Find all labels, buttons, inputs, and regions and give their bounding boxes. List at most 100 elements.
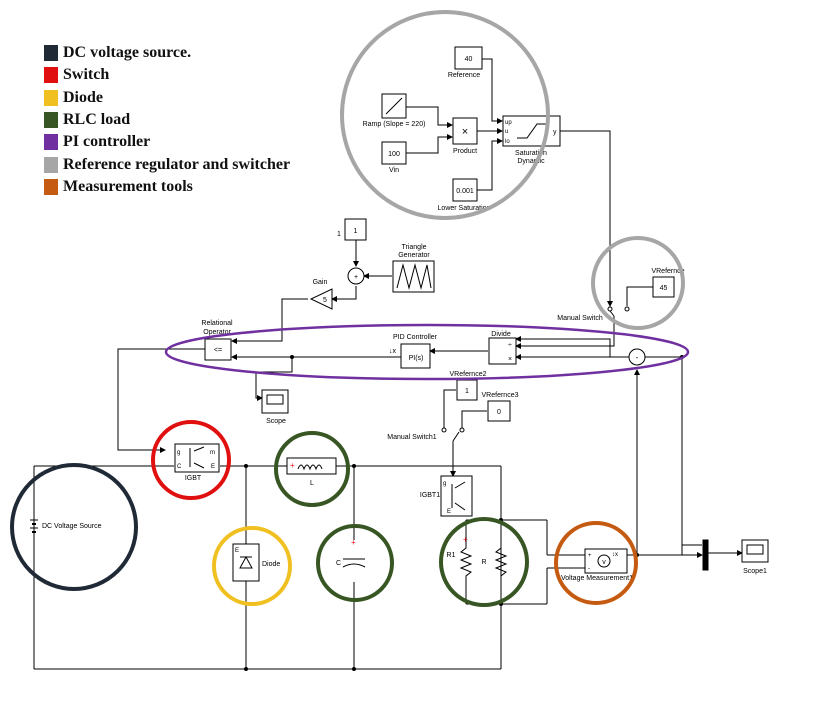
block-igbt[interactable]: g m C E IGBT — [174, 443, 220, 482]
igbt1-port-e: E — [447, 509, 451, 515]
gain-value: 5 — [323, 297, 327, 304]
wire-ramp — [406, 106, 453, 128]
block-const-1[interactable]: 1 1 — [337, 218, 367, 241]
block-saturation-dynamic[interactable]: up u lo y Saturation Dynamic — [502, 115, 561, 165]
block-vrefernce3[interactable]: 0 VRefernce3 — [482, 392, 519, 422]
inductor-coil-icon — [297, 464, 323, 471]
inductor-plus-icon: + — [290, 461, 295, 470]
gain-label: Gain — [313, 279, 328, 286]
legend-swatch — [44, 45, 58, 62]
saturation-port-lo: lo — [505, 139, 510, 145]
junction — [290, 355, 294, 359]
ramp-icon — [385, 97, 403, 115]
block-capacitor[interactable]: + C — [336, 538, 366, 568]
wire-vref3 — [461, 410, 487, 428]
saturation-port-y: y — [553, 129, 557, 136]
block-manual-switch[interactable]: Manual Switch — [557, 306, 630, 322]
vrefernce3-value: 0 — [497, 409, 501, 416]
highlight-pi-controller — [164, 323, 690, 381]
igbt1-port-g: g — [443, 481, 446, 487]
divide-label: Divide — [491, 331, 511, 338]
block-manual-switch1[interactable]: Manual Switch1 — [387, 427, 465, 442]
capacitor-label: C — [336, 560, 341, 567]
junction-dots — [244, 355, 684, 671]
inductor-label: L — [310, 480, 314, 487]
junction — [352, 464, 356, 468]
relational-label-2: Operator — [203, 329, 231, 336]
legend-item-diode: Diode — [44, 87, 290, 109]
voltmeter-v: v — [602, 559, 606, 566]
block-vrefernce2[interactable]: 1 VRefernce2 — [450, 371, 487, 401]
legend-item-dc-source: DC voltage source. — [44, 42, 290, 64]
legend-label: Switch — [63, 66, 110, 84]
block-divide[interactable]: ÷ × Divide — [488, 331, 517, 365]
block-vin[interactable]: 100 Vin — [381, 141, 407, 174]
block-pid-controller[interactable]: PI(s) PID Controller ↓x — [389, 334, 438, 369]
scope1-screen-icon — [746, 544, 764, 555]
block-r[interactable]: R — [481, 544, 508, 584]
wire-vin — [406, 134, 453, 154]
wire-reference — [482, 58, 503, 124]
block-scope[interactable]: Scope — [261, 389, 289, 425]
igbt1-label: IGBT1 — [420, 492, 440, 499]
block-lower-saturation[interactable]: 0.001 Lower Saturation — [438, 178, 491, 212]
block-product[interactable]: × Product — [452, 117, 478, 155]
vmeas-minus: - — [588, 566, 590, 572]
lower-saturation-label: Lower Saturation — [438, 205, 491, 212]
product-symbol: × — [462, 126, 468, 138]
const-1-side: 1 — [337, 231, 341, 238]
block-vrefernce[interactable]: 45 VRefernce — [651, 268, 685, 298]
triangle-label-1: Triangle — [401, 244, 426, 251]
junction — [244, 464, 248, 468]
power-circuit — [33, 465, 585, 670]
highlight-capacitor — [316, 524, 394, 602]
dc-source-label: DC Voltage Source — [42, 523, 102, 530]
legend-item-reference-regulator: Reference regulator and switcher — [44, 153, 290, 175]
block-gain[interactable]: 5 Gain — [309, 279, 333, 310]
block-sum-triangle[interactable]: + — [347, 267, 365, 285]
junction — [352, 667, 356, 671]
manual-switch1-label: Manual Switch1 — [387, 434, 437, 441]
block-relational-operator[interactable]: <= Relational Operator — [201, 320, 233, 361]
block-reference[interactable]: 40 Reference — [448, 46, 483, 79]
saturation-label-2: Dynamic — [517, 158, 545, 165]
legend-item-measurement-tools: Measurement tools — [44, 176, 290, 198]
r1-zigzag-icon — [459, 544, 473, 584]
block-dc-source[interactable]: DC Voltage Source — [30, 519, 102, 533]
wire-sum-to-gain — [331, 286, 357, 302]
triangle-label-2: Generator — [398, 252, 430, 259]
diode-label: Diode — [262, 561, 280, 568]
block-diode[interactable]: E Diode — [232, 543, 280, 582]
legend-item-rlc-load: RLC load — [44, 109, 290, 131]
block-igbt1[interactable]: g E IGBT1 — [420, 475, 473, 517]
highlight-dc-source — [10, 463, 138, 591]
block-triangle-generator[interactable]: Triangle Generator — [392, 244, 435, 293]
vmeas-reset: ↕x — [612, 552, 618, 558]
wire-vref2 — [443, 389, 456, 428]
vin-label: Vin — [389, 167, 399, 174]
block-sum-error[interactable]: - — [628, 348, 646, 366]
vrefernce2-label: VRefernce2 — [450, 371, 487, 378]
legend-label: PI controller — [63, 133, 151, 151]
igbt-port-e: E — [211, 464, 215, 470]
igbt-label: IGBT — [185, 475, 202, 482]
block-inductor[interactable]: + L — [286, 457, 337, 487]
block-ramp[interactable]: Ramp (Slope = 220) — [363, 93, 426, 128]
voltmeter-icon — [597, 554, 611, 568]
block-mux[interactable] — [702, 539, 709, 571]
relational-symbol: <= — [214, 347, 222, 354]
pid-symbol: PI(s) — [409, 355, 424, 362]
block-scope1[interactable]: Scope1 — [741, 539, 769, 575]
legend-swatch — [44, 67, 58, 84]
junction — [244, 667, 248, 671]
diode-symbol-icon — [239, 555, 253, 569]
vrefernce3-label: VRefernce3 — [482, 392, 519, 399]
vmeas-label: Voltage Measurement1 — [561, 575, 633, 582]
block-r1[interactable]: + R1 — [447, 535, 473, 584]
highlight-inductor — [274, 431, 350, 507]
r1-plus-icon: + — [463, 535, 468, 544]
block-voltage-measurement[interactable]: v + - ↕x Voltage Measurement1 — [561, 548, 633, 582]
wire-switch-out — [515, 316, 615, 349]
highlight-diode — [212, 526, 292, 606]
